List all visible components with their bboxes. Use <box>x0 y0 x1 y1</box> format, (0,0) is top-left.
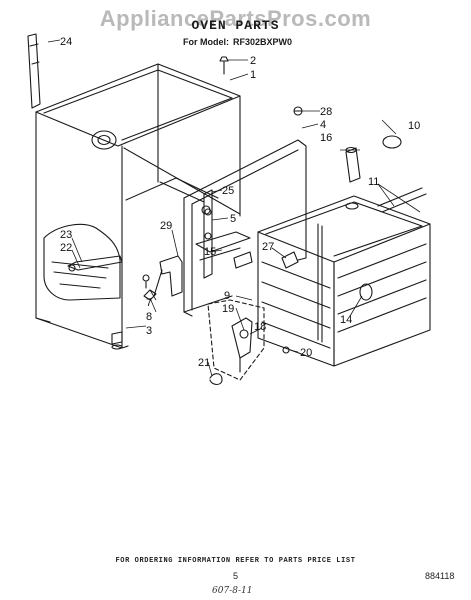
catalog-number: 884118 <box>425 571 455 581</box>
part-20-21-fasteners <box>209 346 290 386</box>
part-25-clip <box>201 205 211 215</box>
callout-22: 22 <box>60 242 72 254</box>
part-2-screw <box>219 56 229 75</box>
part-22-23-element <box>67 255 123 272</box>
part-15-rack-support <box>195 231 253 269</box>
callout-20: 20 <box>300 347 312 359</box>
callout-7: 7 <box>146 297 152 309</box>
part-10-cap <box>382 135 402 149</box>
oven-liner <box>257 195 431 367</box>
cabinet-body <box>35 63 241 349</box>
callout-14: 14 <box>340 314 352 326</box>
callout-25: 25 <box>222 185 234 197</box>
part-7-8-fasteners <box>142 274 157 301</box>
part-28-plug <box>293 106 303 116</box>
part-27-knob <box>281 251 299 269</box>
part-24-trim <box>27 33 41 109</box>
callout-2: 2 <box>250 55 256 67</box>
model-number: RF302BXPW0 <box>232 37 293 47</box>
callout-4: 4 <box>320 119 326 131</box>
callout-10: 10 <box>408 120 420 132</box>
callout-1: 1 <box>250 69 256 81</box>
watermark: AppliancePartsPros.com <box>99 6 372 31</box>
part-3-leg <box>111 331 123 350</box>
callout-28: 28 <box>320 106 332 118</box>
part-18-19-thermostat <box>207 299 265 381</box>
callout-3: 3 <box>146 325 152 337</box>
front-frame <box>183 139 307 317</box>
callout-23: 23 <box>60 229 72 241</box>
model-label: For Model: <box>182 37 229 47</box>
callout-27: 27 <box>262 241 274 253</box>
page-title: OVEN PARTS <box>191 18 280 33</box>
ordering-note: FOR ORDERING INFORMATION REFER TO PARTS … <box>115 557 356 565</box>
callout-29: 29 <box>160 220 172 232</box>
callout-9: 9 <box>224 290 230 302</box>
part-11-rack <box>377 187 427 213</box>
part-16-vent-tube <box>345 146 361 183</box>
callout-15: 15 <box>204 246 216 258</box>
callout-24: 24 <box>60 36 72 48</box>
callout-11: 11 <box>368 176 379 188</box>
model-line: For Model:RF302BXPW0 <box>0 37 471 47</box>
page-number: 5 <box>232 571 238 581</box>
callout-5: 5 <box>230 213 236 225</box>
callout-18: 18 <box>254 321 266 333</box>
callout-21: 21 <box>198 357 210 369</box>
part-29-bracket <box>153 255 183 297</box>
handwritten-note: 607-8-11 <box>212 586 253 596</box>
callout-8: 8 <box>146 311 152 323</box>
callout-16: 16 <box>320 132 332 144</box>
callout-19: 19 <box>222 303 234 315</box>
